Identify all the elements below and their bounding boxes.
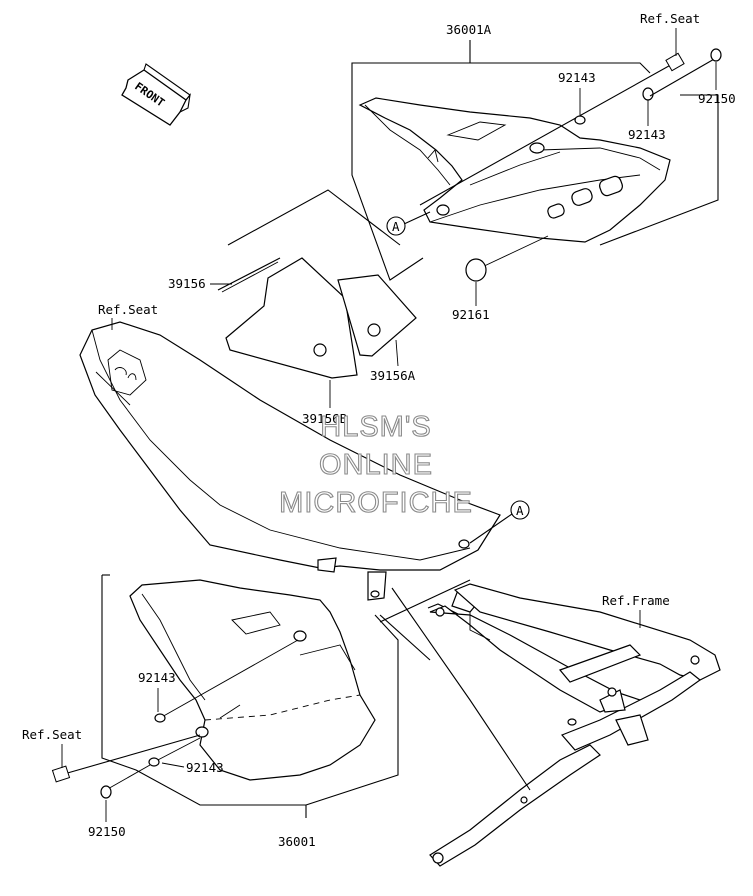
label-92143-bottom-upper: 92143 [138, 670, 176, 685]
screw-92150-top [649, 48, 722, 97]
washer-92143-top-right [642, 87, 654, 101]
watermark: HLSM'S ONLINE MICROFICHE [279, 410, 473, 519]
connector-a-mid-label: A [516, 503, 524, 518]
bolt-ref-seat-bottom [51, 734, 201, 783]
watermark-line-1: HLSM'S [320, 411, 431, 443]
label-36001a: 36001A [446, 22, 492, 37]
connector-a-top: A [386, 211, 431, 236]
label-ref-frame: Ref.Frame [602, 593, 670, 608]
connector-a-mid: A [469, 500, 530, 544]
label-92143-bottom-lower: 92143 [186, 760, 224, 775]
side-cover-36001a [358, 97, 671, 243]
screw-92150-bottom [100, 764, 151, 799]
label-92150-top: 92150 [698, 91, 736, 106]
label-92150-bottom: 92150 [88, 824, 126, 839]
side-cover-36001 [129, 579, 376, 781]
label-92143-top-right: 92143 [628, 127, 666, 142]
label-92143-top-left: 92143 [558, 70, 596, 85]
subframe-ref [427, 583, 721, 867]
label-92161: 92161 [452, 307, 490, 322]
washer-92143-top-left [574, 115, 586, 125]
label-39156a: 39156A [370, 368, 416, 383]
washer-92143-bottom-upper [154, 639, 299, 723]
watermark-line-3: MICROFICHE [279, 487, 473, 519]
callout-box-36001a [351, 40, 719, 281]
front-arrow-icon: FRONT [121, 63, 191, 126]
washer-92143-bottom-lower [148, 737, 201, 767]
label-39156: 39156 [168, 276, 206, 291]
label-39156b: 39156B [302, 411, 347, 426]
watermark-line-2: ONLINE [319, 449, 433, 481]
bolt-ref-seat-top [419, 52, 685, 206]
grommet-92161 [465, 235, 549, 282]
label-ref-seat-mid: Ref.Seat [98, 302, 158, 317]
label-ref-seat-top: Ref.Seat [640, 11, 700, 26]
callout-box-36001 [101, 574, 531, 818]
connector-a-top-label: A [392, 219, 400, 234]
decal-group-39156 [217, 189, 417, 379]
label-ref-seat-bottom: Ref.Seat [22, 727, 82, 742]
label-36001: 36001 [278, 834, 316, 849]
seat-ref [79, 321, 501, 601]
